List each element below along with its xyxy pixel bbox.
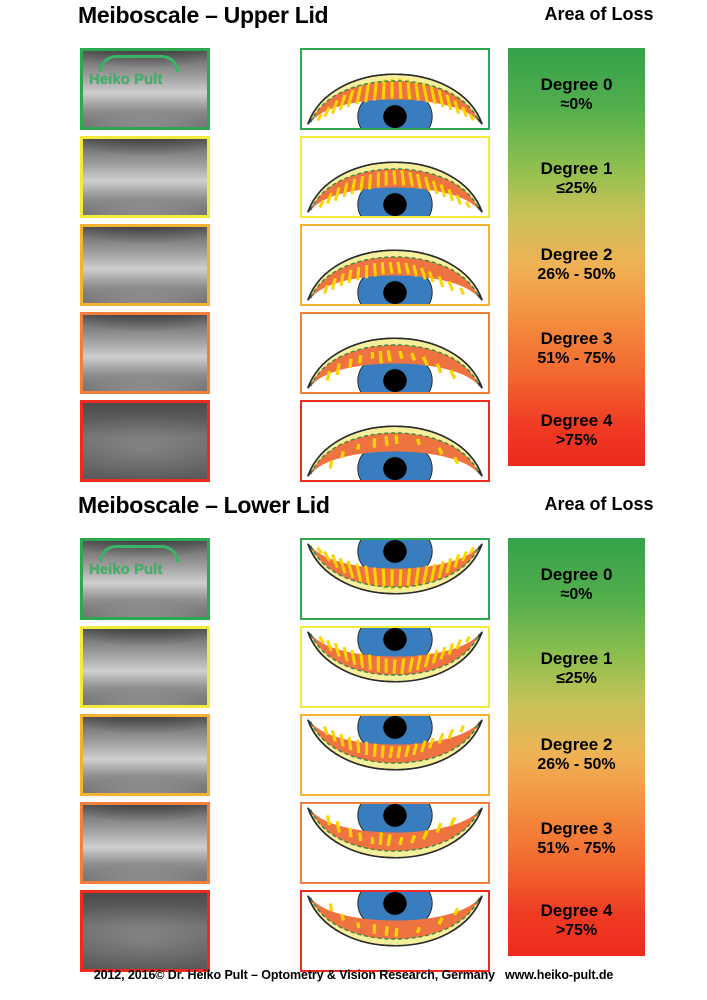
- lower-lid-schematic-svg: [307, 540, 483, 595]
- lower-lid-section: Meiboscale – Lower Lid Area of Loss Heik…: [0, 490, 707, 972]
- copyright-text: 2012, 2016© Dr. Heiko Pult – Optometry &…: [93, 968, 495, 982]
- lower-gland-diagram-degree-1: [300, 626, 490, 708]
- meibography-image: [83, 717, 207, 793]
- lower-meibography-photo-degree-1[interactable]: [80, 626, 210, 708]
- lower-loss-gradient-bar: [508, 538, 645, 956]
- meibography-image: [83, 315, 207, 391]
- upper-degree-label-0: Degree 0 ≈0%: [508, 74, 645, 115]
- meibography-image: [83, 541, 207, 617]
- degree-range: >75%: [555, 922, 598, 940]
- meibography-image: [83, 139, 207, 215]
- lower-meibography-photo-degree-0[interactable]: Heiko Pult: [80, 538, 210, 620]
- upper-meibography-photo-degree-2[interactable]: [80, 224, 210, 306]
- meibography-image: [83, 403, 207, 479]
- lower-lid-schematic-svg: [307, 892, 483, 947]
- lower-degree-label-0: Degree 0 ≈0%: [508, 564, 645, 605]
- meibography-image: [83, 893, 207, 969]
- lower-meibography-photo-degree-2[interactable]: [80, 714, 210, 796]
- upper-gland-diagram-degree-3: [300, 312, 490, 394]
- upper-degree-label-4: Degree 4 >75%: [508, 410, 645, 451]
- lower-degree-label-1: Degree 1 ≤25%: [508, 648, 645, 689]
- lower-degree-label-2: Degree 2 26% - 50%: [508, 734, 645, 775]
- meibography-image: [83, 629, 207, 705]
- degree-name: Degree 1: [540, 159, 613, 178]
- lower-section-title: Meiboscale – Lower Lid: [78, 492, 330, 518]
- degree-range: ≈0%: [560, 96, 593, 114]
- degree-name: Degree 1: [540, 649, 613, 668]
- upper-degree-label-2: Degree 2 26% - 50%: [508, 244, 645, 285]
- upper-gland-diagram-degree-2: [300, 224, 490, 306]
- lower-area-of-loss-header: Area of Loss: [544, 494, 654, 514]
- lower-gland-diagram-degree-2: [300, 714, 490, 796]
- lower-degree-label-4: Degree 4 >75%: [508, 900, 645, 941]
- lower-gland-diagram-degree-0: [300, 538, 490, 620]
- degree-range: 26% - 50%: [537, 756, 616, 774]
- degree-name: Degree 0: [540, 75, 613, 94]
- upper-loss-gradient-bar: [508, 48, 645, 466]
- footer-credit: 2012, 2016© Dr. Heiko Pult – Optometry &…: [0, 968, 707, 982]
- meibography-image: [83, 51, 207, 127]
- meibography-image: [83, 805, 207, 881]
- lower-meibography-photo-degree-4[interactable]: [80, 890, 210, 972]
- upper-gland-diagram-degree-0: [300, 48, 490, 130]
- degree-range: 26% - 50%: [537, 266, 616, 284]
- lower-gland-diagram-degree-3: [300, 802, 490, 884]
- upper-meibography-photo-degree-0[interactable]: Heiko Pult: [80, 48, 210, 130]
- degree-range: 51% - 75%: [537, 350, 616, 368]
- degree-range: >75%: [555, 432, 598, 450]
- degree-range: 51% - 75%: [537, 840, 616, 858]
- upper-lid-schematic-svg: [307, 73, 483, 128]
- lower-lid-schematic-svg: [307, 716, 483, 771]
- degree-name: Degree 3: [540, 819, 613, 838]
- upper-lid-schematic-svg: [307, 161, 483, 216]
- degree-name: Degree 3: [540, 329, 613, 348]
- upper-section-header: Meiboscale – Upper Lid Area of Loss: [0, 0, 707, 36]
- upper-lid-schematic-svg: [307, 337, 483, 392]
- upper-gland-diagram-degree-4: [300, 400, 490, 482]
- degree-range: ≤25%: [556, 180, 597, 198]
- upper-meibography-photo-degree-4[interactable]: [80, 400, 210, 482]
- upper-meibography-photo-degree-3[interactable]: [80, 312, 210, 394]
- upper-degree-label-3: Degree 3 51% - 75%: [508, 328, 645, 369]
- lower-meibography-photo-degree-3[interactable]: [80, 802, 210, 884]
- degree-name: Degree 2: [540, 245, 613, 264]
- lower-lid-schematic-svg: [307, 804, 483, 859]
- degree-range: ≤25%: [556, 670, 597, 688]
- degree-name: Degree 4: [540, 901, 613, 920]
- degree-range: ≈0%: [560, 586, 593, 604]
- lower-gland-diagram-degree-4: [300, 890, 490, 972]
- degree-name: Degree 4: [540, 411, 613, 430]
- upper-section-title: Meiboscale – Upper Lid: [78, 2, 329, 28]
- lower-degree-label-3: Degree 3 51% - 75%: [508, 818, 645, 859]
- degree-name: Degree 2: [540, 735, 613, 754]
- meibography-image: [83, 227, 207, 303]
- upper-lid-schematic-svg: [307, 249, 483, 304]
- website-url[interactable]: www.heiko-pult.de: [505, 968, 614, 982]
- upper-meibography-photo-degree-1[interactable]: [80, 136, 210, 218]
- lower-section-header: Meiboscale – Lower Lid Area of Loss: [0, 490, 707, 526]
- upper-area-of-loss-header: Area of Loss: [544, 4, 654, 24]
- upper-lid-schematic-svg: [307, 425, 483, 480]
- upper-lid-section: Meiboscale – Upper Lid Area of Loss Heik…: [0, 0, 707, 482]
- upper-gland-diagram-degree-1: [300, 136, 490, 218]
- lower-lid-schematic-svg: [307, 628, 483, 683]
- upper-degree-label-1: Degree 1 ≤25%: [508, 158, 645, 199]
- degree-name: Degree 0: [540, 565, 613, 584]
